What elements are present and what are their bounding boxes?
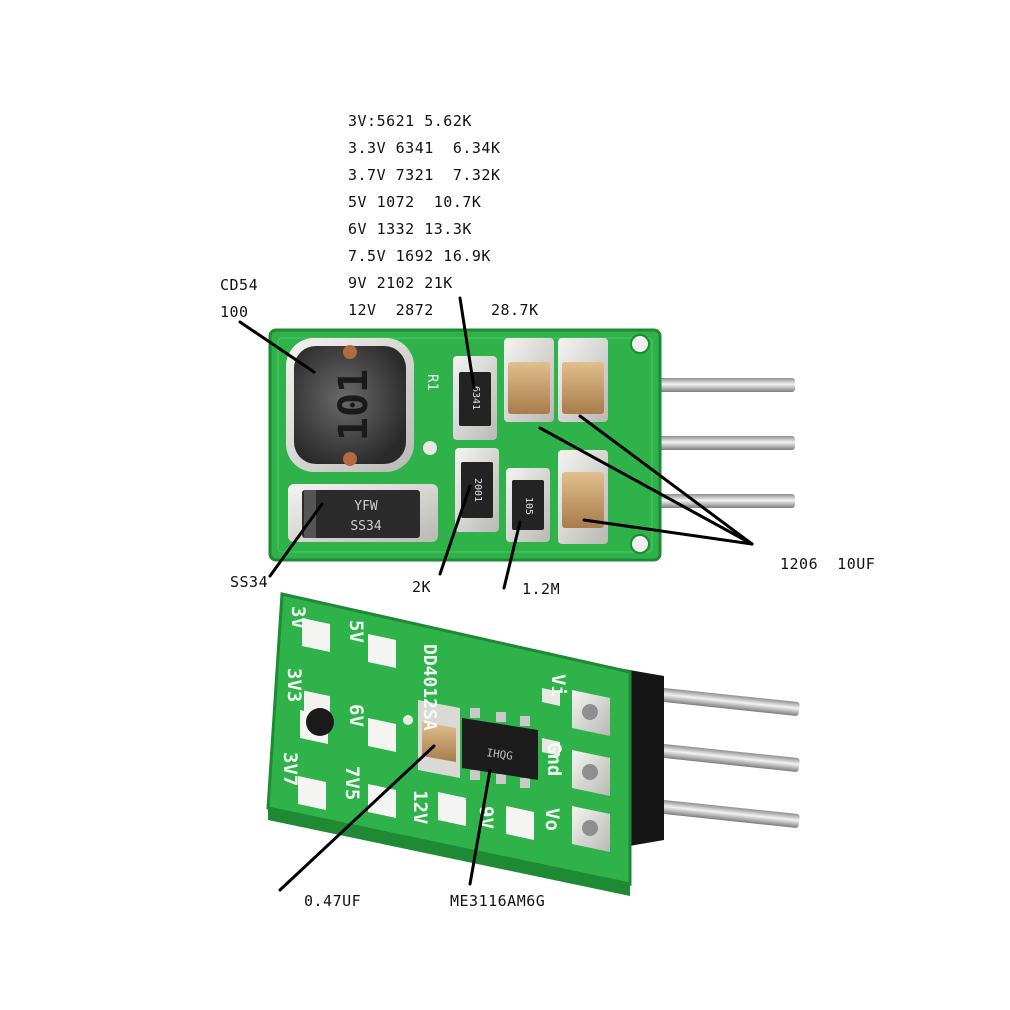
resistor-table-row-2: 3.3V 6341 6.34K — [348, 139, 501, 157]
label-ic: ME3116AM6G — [450, 892, 546, 910]
top-board: 101 YFW SS34 6341 R1 2001 105 — [268, 328, 795, 562]
silk-9v: 9V — [475, 806, 497, 829]
silk-gnd: Gnd — [543, 742, 565, 776]
resistor-1-2m: 105 — [506, 468, 550, 542]
leader-lines — [238, 296, 754, 892]
resistor-table-row-3: 3.7V 7321 7.32K — [348, 166, 501, 184]
diode-marking-top: YFW — [354, 499, 378, 514]
resistor-table-row-4: 5V 1072 10.7K — [348, 193, 482, 211]
label-1-2m: 1.2M — [522, 580, 561, 598]
silk-12v: 12V — [409, 790, 431, 824]
bottom-board: IHQG 3V 5V 3V3 6V 3V7 7V5 12V 9V DD4012S… — [266, 592, 800, 896]
leader-ic — [468, 768, 492, 886]
silk-3v7: 3V7 — [279, 752, 301, 786]
diode-ss34: YFW SS34 — [288, 484, 438, 542]
leader-cap-a — [538, 426, 754, 546]
r-105-code: 105 — [523, 497, 534, 515]
leader-047uf — [278, 744, 436, 892]
silk-7v5: 7V5 — [341, 766, 363, 800]
label-047uf: 0.47UF — [304, 892, 362, 910]
r1-code: 6341 — [470, 386, 481, 410]
resistor-2k: 2001 — [455, 448, 499, 532]
diode-marking-bottom: SS34 — [350, 519, 381, 534]
ic-me3116: IHQG — [462, 708, 538, 788]
leader-2k — [438, 484, 472, 576]
silk-6v: 6V — [345, 704, 367, 727]
leader-cap-c — [582, 518, 754, 546]
resistor-r1: 6341 R1 — [424, 356, 497, 440]
resistor-table-row-8: 12V 2872 28.7K — [348, 301, 539, 319]
label-2k: 2K — [412, 578, 432, 596]
silk-3v3: 3V3 — [283, 668, 305, 702]
silk-vi: Vi — [547, 674, 569, 697]
leader-r1 — [458, 296, 476, 390]
label-inductor-value: 100 — [220, 303, 249, 321]
svg-text:101: 101 — [331, 369, 377, 441]
label-diode: SS34 — [230, 573, 269, 591]
leader-diode — [268, 502, 324, 578]
label-capacitors: 1206 10UF — [780, 555, 876, 573]
capacitor-0-47uf — [418, 700, 460, 778]
leader-1-2m — [502, 520, 522, 590]
r-2001-code: 2001 — [472, 478, 483, 502]
label-inductor-type: CD54 — [220, 276, 259, 294]
resistor-table-row-6: 7.5V 1692 16.9K — [348, 247, 491, 265]
resistor-table-row-5: 6V 1332 13.3K — [348, 220, 472, 238]
bottom-silkscreen: 3V 5V 3V3 6V 3V7 7V5 12V 9V DD4012SA Vi … — [279, 606, 569, 831]
resistor-table-row-7: 9V 2102 21K — [348, 274, 453, 292]
inductor-cd54: 101 — [286, 338, 437, 472]
capacitors-1206 — [504, 338, 608, 544]
silk-5v: 5V — [345, 620, 367, 643]
bottom-header-pins — [618, 668, 800, 848]
silk-3v: 3V — [287, 606, 309, 629]
r1-silk: R1 — [424, 374, 440, 391]
ic-marking: IHQG — [486, 746, 514, 763]
leader-cap-b — [578, 414, 754, 546]
leader-inductor — [238, 320, 316, 374]
resistor-table-row-1: 3V:5621 5.62K — [348, 112, 472, 130]
silk-vo: Vo — [541, 808, 563, 831]
silk-model: DD4012SA — [419, 644, 440, 731]
